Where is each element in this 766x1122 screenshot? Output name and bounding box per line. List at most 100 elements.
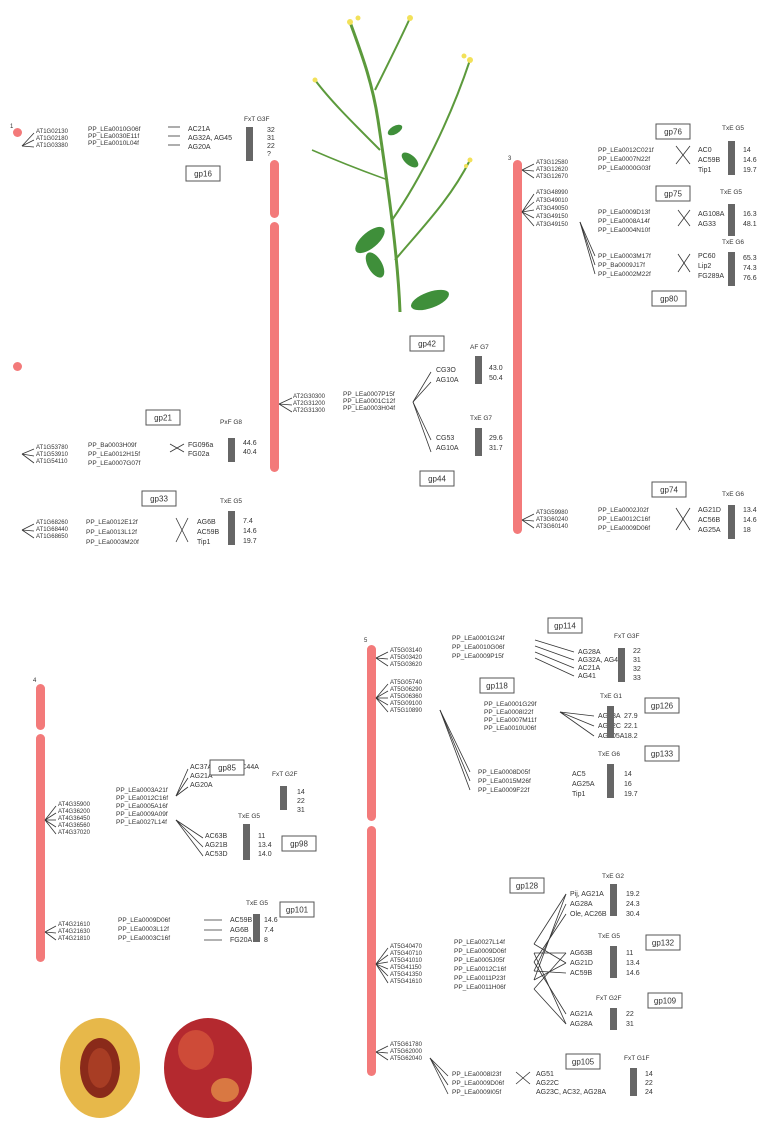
population-header: TxE G7 [470,415,492,422]
map-position: 50.4 [489,375,503,382]
locus-name: Tip1 [197,539,210,546]
map-position: 13.4 [743,507,757,514]
value-bar [618,648,625,682]
arabidopsis-gene: AT4G36560 [58,823,91,829]
population-header: FxT G3F [614,633,640,640]
value-bar [243,824,250,860]
group-label: gp118 [486,682,508,691]
connector-line [535,640,574,652]
map-position: 65.3 [743,255,757,262]
arabidopsis-gene: AT5G06360 [390,694,423,700]
locus-name: AC53D [205,851,228,858]
arabidopsis-gene: AT4G21630 [58,929,91,935]
connector-line [430,1058,448,1085]
connector-line [535,652,574,668]
group-label: gp85 [218,764,236,773]
group-label: gp42 [418,340,436,349]
arabidopsis-gene: AT5G41350 [390,972,423,978]
connector-line [580,222,595,256]
value-bar [228,511,235,545]
connector-line [279,398,292,404]
arabidopsis-gene: AT4G37020 [58,830,91,836]
map-position: 14.6 [264,917,278,924]
map-position: 29.6 [489,435,503,442]
arabidopsis-gene: AT1G53910 [36,452,69,458]
map-position: 31 [626,1021,634,1028]
chromosome-segment [367,645,376,821]
locus-name: AC5 [572,771,586,778]
locus-name: PC60 [698,253,716,260]
map-position: 24.3 [626,901,640,908]
arabidopsis-gene: AT3G49050 [536,206,569,212]
population-header: TxE G5 [720,189,742,196]
locus-name: AC21A [578,665,601,672]
arabidopsis-gene: AT1G54110 [36,459,68,465]
connector-line [376,652,388,658]
value-bar [228,438,235,462]
marker-name: PP_LEa0008D05f [478,769,530,776]
chromosome-number: 4 [33,678,37,684]
group-label: gp132 [652,939,675,948]
chromosome-segment [367,826,376,1076]
marker-name: PP_LEa0003A21f [116,787,168,794]
marker-name: PP_LEa0007M11f [484,717,536,724]
population-header: TxE G6 [722,239,744,246]
value-bar [630,1068,637,1096]
marker-name: PP_LEa0010G06f [452,644,505,651]
chromosome-segment [270,222,279,472]
marker-name: PP_LEa0001G29f [484,701,537,708]
arabidopsis-gene: AT4G21810 [58,936,91,942]
locus-name: AC59B [230,917,253,924]
arabidopsis-gene: AT5G10890 [390,708,423,714]
arabidopsis-gene: AT1G68440 [36,527,69,533]
value-bar [610,946,617,978]
connector-line [376,698,388,705]
marker-name: PP_LEa0011H06f [454,984,506,991]
map-position: 14 [743,147,751,154]
connector-line [440,710,470,772]
marker-name: PP_LEa0009D06f [454,948,506,955]
arabidopsis-gene: AT3G49010 [536,198,569,204]
arabidopsis-gene: AT2G31200 [293,401,326,407]
marker-name: PP_LEa0015M26f [478,778,531,785]
chromosome-segment [270,160,279,218]
marker-name: PP_LEa0003H04f [343,405,395,412]
map-position: 8 [264,937,268,944]
locus-name: AG20A [188,144,211,151]
population-header: TxE G5 [238,813,260,820]
locus-name: AC59B [570,970,593,977]
arabidopsis-gene: AT1G53780 [36,445,69,451]
locus-name: CG3O [436,367,456,374]
value-bar [728,141,735,175]
locus-name: AG108A [698,211,725,218]
arabidopsis-gene: AT5G09100 [390,701,423,707]
map-position: 22.1 [624,723,638,730]
arabidopsis-gene: AT1G02180 [36,136,69,142]
map-position: 7.4 [243,518,253,525]
locus-name: AG10A [436,445,459,452]
connector-line [176,778,188,796]
marker-name: PP_LEa0003M17f [598,253,651,260]
arabidopsis-gene: AT3G12670 [536,174,569,180]
population-header: AF G7 [470,344,489,351]
marker-name: PP_LEa0007G07f [88,460,141,467]
marker-name: PP_LEa0007P15f [343,391,395,398]
marker-name: PP_LEa0004N10f [598,227,650,234]
connector-line [45,806,56,820]
arabidopsis-plant-image [312,15,473,314]
group-label: gp126 [651,702,674,711]
group-label: gp101 [286,906,309,915]
marker-name: PP_LEa0027L14f [454,939,505,946]
locus-name: AG28A [578,649,601,656]
228 [13,128,22,137]
locus-name: AC59B [698,157,721,164]
arabidopsis-gene: AT3G48990 [536,190,569,196]
arabidopsis-gene: AT5G61780 [390,1042,423,1048]
marker-name: PP_LEa0005A16f [116,803,168,810]
arabidopsis-gene: AT5G40470 [390,944,423,950]
population-header: FxT G2F [596,995,622,1002]
arabidopsis-gene: AT5G03140 [390,648,423,654]
population-header: TxE G1 [600,693,622,700]
marker-name: PP_LEa0005J05f [454,957,505,964]
